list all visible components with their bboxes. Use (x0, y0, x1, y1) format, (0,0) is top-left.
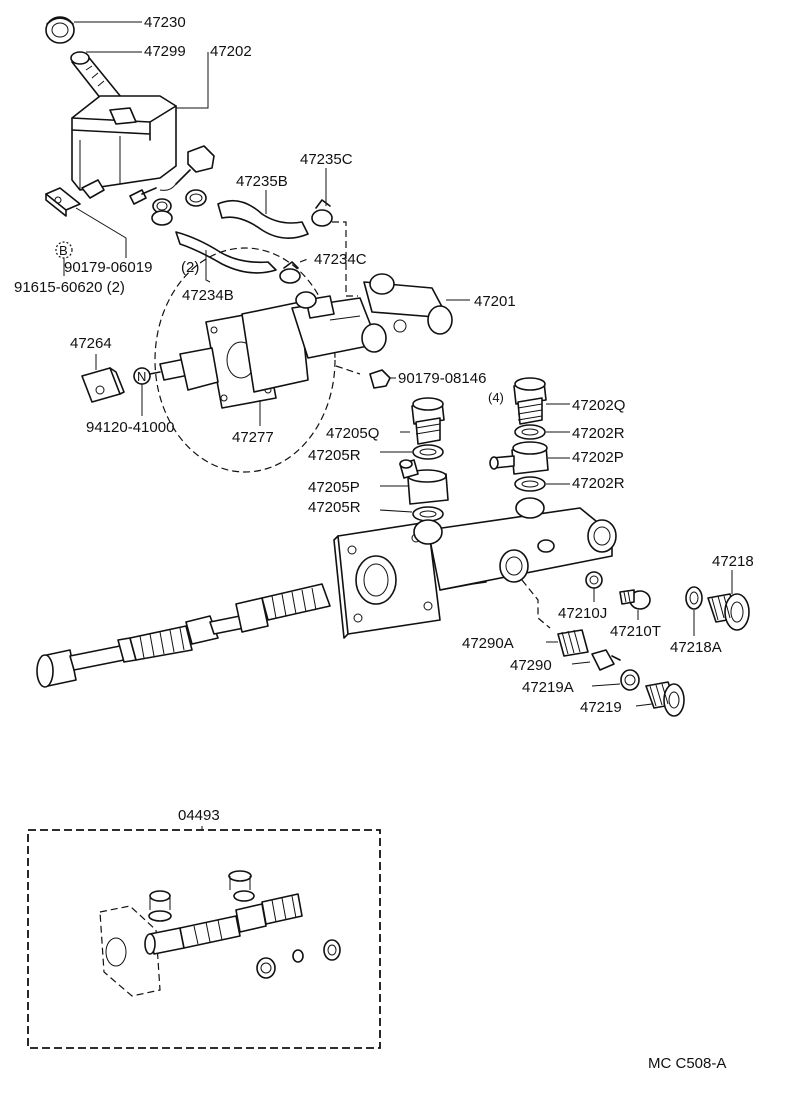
brake-booster-outline (154, 247, 336, 473)
label-47205R-upper[interactable]: 47205R (308, 447, 361, 464)
leader-90179-06019 (75, 207, 127, 258)
label-47290A[interactable]: 47290A (462, 635, 514, 652)
clamp-47235C[interactable] (311, 199, 333, 227)
label-47210T[interactable]: 47210T (610, 623, 661, 640)
label-47205R-lower[interactable]: 47205R (308, 499, 361, 516)
label-47235C[interactable]: 47235C (300, 151, 353, 168)
dashed-link-47290A (521, 579, 551, 629)
washer-47218A[interactable] (685, 586, 703, 610)
leader-47290 (571, 661, 591, 665)
label-47202Q[interactable]: 47202Q (572, 397, 625, 414)
label-47290[interactable]: 47290 (510, 657, 552, 674)
plug-47205Q[interactable] (411, 397, 445, 445)
reservoir-tank[interactable] (71, 95, 177, 199)
hose-47235B[interactable] (217, 199, 309, 239)
symbol-n-text: N (137, 369, 146, 384)
master-cylinder-body[interactable] (333, 497, 617, 639)
label-47218A[interactable]: 47218A (670, 639, 722, 656)
label-94120-41000[interactable]: 94120-41000 (86, 419, 174, 436)
hose-47234B[interactable] (175, 231, 277, 274)
clevis-47264[interactable] (81, 367, 125, 403)
plug-47202Q[interactable] (513, 377, 547, 425)
symbol-b-text: B (59, 243, 68, 258)
leader-47202 (170, 52, 209, 109)
label-47202P[interactable]: 47202P (572, 449, 624, 466)
master-cylinder-assembly[interactable] (241, 273, 453, 393)
label-04493[interactable]: 04493 (178, 807, 220, 824)
washer-47219A[interactable] (620, 669, 640, 691)
symbol-b: B (55, 241, 73, 259)
label-47219A[interactable]: 47219A (522, 679, 574, 696)
label-47202[interactable]: 47202 (210, 43, 252, 60)
label-47201[interactable]: 47201 (474, 293, 516, 310)
piston-assembly[interactable] (36, 583, 331, 688)
clamp-47234C[interactable] (279, 261, 301, 284)
leader-47205R-lower (379, 509, 413, 513)
label-47264[interactable]: 47264 (70, 335, 112, 352)
dashed-link-90179-08146 (335, 365, 361, 375)
label-90179-06019[interactable]: 90179-06019 (64, 259, 152, 276)
clamp-lower[interactable] (151, 210, 173, 226)
union-47202P[interactable] (489, 441, 549, 475)
washer-47205R-lower[interactable] (412, 506, 444, 522)
label-47205Q[interactable]: 47205Q (326, 425, 379, 442)
label-47218[interactable]: 47218 (712, 553, 754, 570)
plug-47218[interactable] (707, 593, 750, 631)
push-rod[interactable] (149, 347, 219, 391)
label-47230[interactable]: 47230 (144, 14, 186, 31)
plug-47219[interactable] (645, 681, 685, 717)
reservoir-cap-47230[interactable] (45, 16, 75, 44)
reservoir-bracket[interactable] (45, 187, 81, 217)
diagram-code: MC C508-A (648, 1055, 726, 1072)
union-47205P[interactable] (399, 459, 449, 505)
washer-47210J[interactable] (585, 571, 603, 589)
spring-47290A[interactable] (557, 629, 589, 657)
kit-body-outline (99, 905, 161, 997)
repair-kit-box (27, 829, 381, 1049)
leader-47219A (591, 683, 621, 687)
label-47202R-lower[interactable]: 47202R (572, 475, 625, 492)
label-91615-60620[interactable]: 91615-60620 (2) (14, 279, 125, 296)
leader-47219 (635, 703, 653, 707)
label-90179-08146-qty: (4) (488, 390, 504, 405)
repair-kit-parts[interactable] (99, 870, 341, 997)
washer-47205R-upper[interactable] (412, 444, 444, 460)
label-47205P[interactable]: 47205P (308, 479, 360, 496)
label-47235B[interactable]: 47235B (236, 173, 288, 190)
symbol-n: N (133, 367, 151, 385)
label-47234B[interactable]: 47234B (182, 287, 234, 304)
piston-47290[interactable] (591, 649, 621, 671)
dashed-link-47235C (332, 221, 358, 297)
label-47210J[interactable]: 47210J (558, 605, 607, 622)
nut-90179-08146[interactable] (369, 369, 391, 389)
label-47202R-upper[interactable]: 47202R (572, 425, 625, 442)
label-90179-08146[interactable]: 90179-08146 (398, 370, 486, 387)
label-47299[interactable]: 47299 (144, 43, 186, 60)
label-90179-06019-qty: (2) (181, 259, 199, 276)
bolt-47210T[interactable] (619, 589, 651, 610)
washer-47202R-lower[interactable] (514, 476, 546, 492)
clamp-upper-b[interactable] (185, 189, 207, 207)
level-sensor-connector[interactable] (159, 145, 215, 191)
label-47234C[interactable]: 47234C (314, 251, 367, 268)
label-47277[interactable]: 47277 (232, 429, 274, 446)
dashed-link-47234C (299, 257, 311, 263)
label-47219[interactable]: 47219 (580, 699, 622, 716)
washer-47202R-upper[interactable] (514, 424, 546, 440)
leader-47234B (205, 250, 211, 283)
bolt-90179-06019[interactable] (129, 187, 157, 205)
